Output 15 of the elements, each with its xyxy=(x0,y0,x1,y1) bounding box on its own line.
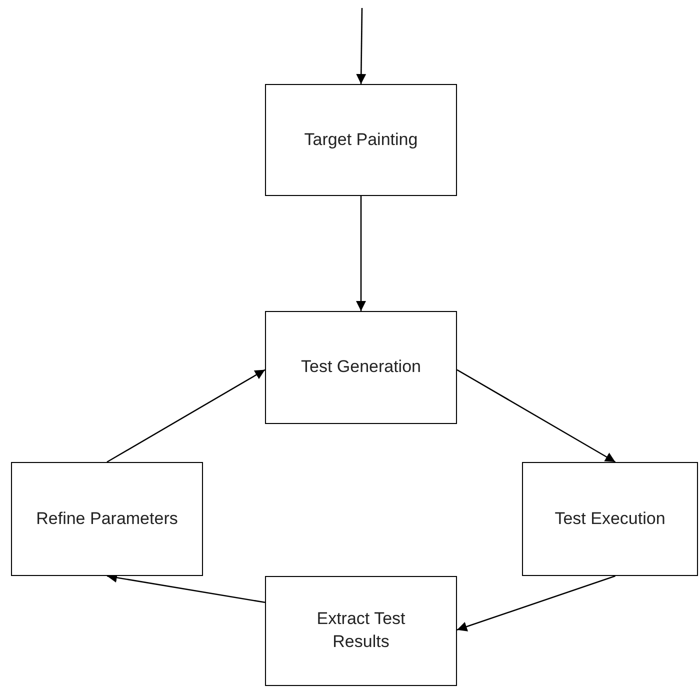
arrow xyxy=(456,575,616,632)
arrow xyxy=(356,196,366,311)
process-box xyxy=(265,576,457,686)
box-label: Extract Test Results xyxy=(316,608,406,653)
box-label: Test Execution xyxy=(554,508,666,530)
arrow xyxy=(356,8,366,84)
box-label: Test Generation xyxy=(300,356,421,378)
process-box xyxy=(522,462,698,576)
arrow xyxy=(456,369,616,463)
box-label: Target Painting xyxy=(304,128,418,151)
process-box xyxy=(265,84,457,196)
box-label: Refine Parameters xyxy=(36,508,178,530)
process-box xyxy=(265,311,457,424)
arrow xyxy=(106,369,266,463)
process-box xyxy=(11,462,203,576)
